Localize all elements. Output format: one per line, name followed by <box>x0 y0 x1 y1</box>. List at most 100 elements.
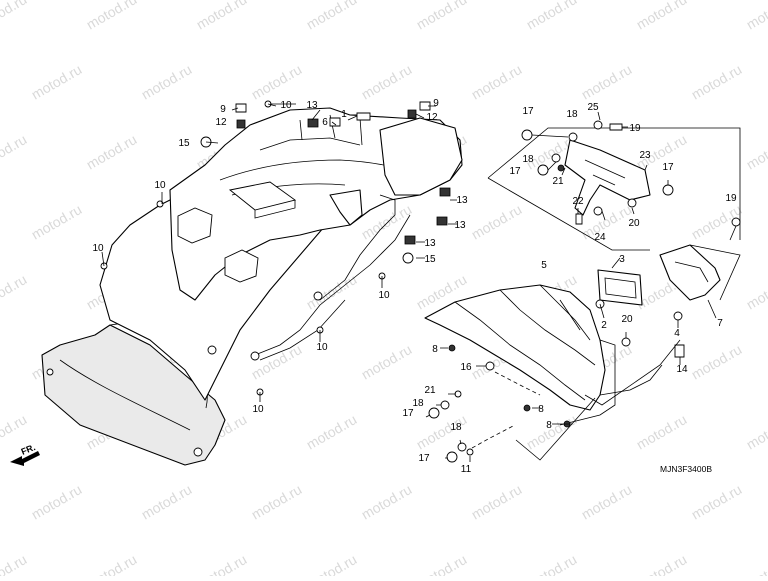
callout-label-2: 2 <box>601 320 607 331</box>
clip-13 <box>440 188 450 196</box>
watermark-text: motod.ru <box>194 0 250 33</box>
callout-label-15: 15 <box>178 138 190 149</box>
callout-label-8: 8 <box>538 404 544 415</box>
watermark-text: motod.ru <box>744 0 768 33</box>
screw-22 <box>576 214 582 224</box>
callout-label-10: 10 <box>92 243 104 254</box>
washer-18 <box>569 133 577 141</box>
callout-label-22: 22 <box>572 196 584 207</box>
callout-label-9: 9 <box>220 104 226 115</box>
callout-label-16: 16 <box>460 362 472 373</box>
bolt-17 <box>663 185 673 195</box>
watermark-text: motod.ru <box>139 481 195 522</box>
watermark-text: motod.ru <box>29 61 85 102</box>
watermark-text: motod.ru <box>84 551 140 576</box>
washer-16 <box>486 362 494 370</box>
watermark-text: motod.ru <box>744 551 768 576</box>
callout-label-21: 21 <box>424 385 436 396</box>
callout-label-23: 23 <box>639 150 651 161</box>
callout-label-6: 6 <box>322 117 328 128</box>
watermark-text: motod.ru <box>634 411 690 452</box>
bolt-15 <box>403 253 413 263</box>
clip-13 <box>308 119 318 127</box>
screw-19 <box>732 218 740 226</box>
callout-label-17: 17 <box>662 162 674 173</box>
callout-label-19: 19 <box>725 193 737 204</box>
fixing-hole <box>251 352 259 360</box>
watermark-text: motod.ru <box>634 551 690 576</box>
grommet-4 <box>674 312 682 320</box>
watermark-text: motod.ru <box>469 61 525 102</box>
watermark-text: motod.ru <box>304 271 360 312</box>
callout-label-10: 10 <box>280 100 292 111</box>
plate-1 <box>357 113 370 120</box>
fixing-hole <box>194 448 202 456</box>
bolt-8 <box>524 405 530 411</box>
callout-label-12: 12 <box>426 112 438 123</box>
watermark-text: motod.ru <box>0 271 29 312</box>
watermark-text: motod.ru <box>359 341 415 382</box>
watermark-text: motod.ru <box>304 551 360 576</box>
right-fender-cover <box>380 118 462 195</box>
callout-label-18: 18 <box>412 398 424 409</box>
watermark-text: motod.ru <box>304 0 360 33</box>
bolt-17 <box>538 165 548 175</box>
watermark-text: motod.ru <box>84 0 140 33</box>
bolt-8 <box>449 345 455 351</box>
watermark-text: motod.ru <box>304 411 360 452</box>
callout-label-17: 17 <box>402 408 414 419</box>
callout-label-5: 5 <box>541 260 547 271</box>
callout-label-25: 25 <box>587 102 599 113</box>
grommet-12 <box>408 110 416 118</box>
watermark-text: motod.ru <box>414 551 470 576</box>
grommet-12 <box>237 120 245 128</box>
watermark-text: motod.ru <box>689 481 745 522</box>
watermark-text: motod.ru <box>579 481 635 522</box>
watermark-text: motod.ru <box>744 271 768 312</box>
callout-label-13: 13 <box>306 100 318 111</box>
washer-24 <box>594 207 602 215</box>
diagram-code: MJN3F3400B <box>660 464 712 474</box>
watermark-text: motod.ru <box>414 0 470 33</box>
washer-18 <box>552 154 560 162</box>
fixing-hole <box>314 292 322 300</box>
callout-label-13: 13 <box>424 238 436 249</box>
rear-fender-assembly <box>10 101 462 466</box>
callout-label-15: 15 <box>424 254 436 265</box>
nut-20 <box>622 338 630 346</box>
callout-label-19: 19 <box>629 123 641 134</box>
lamp-bulb-14 <box>675 345 684 357</box>
watermark-text: motod.ru <box>744 411 768 452</box>
spacer-6 <box>330 118 340 126</box>
bolt-17 <box>447 452 457 462</box>
callout-label-10: 10 <box>252 404 264 415</box>
callout-label-1: 1 <box>341 109 347 120</box>
watermark-text: motod.ru <box>84 131 140 172</box>
license-plate-assembly <box>425 218 740 462</box>
callout-label-3: 3 <box>619 254 625 265</box>
washer-18 <box>458 443 466 451</box>
callout-label-21: 21 <box>552 176 564 187</box>
callout-label-17: 17 <box>418 453 430 464</box>
watermark-text: motod.ru <box>524 0 580 33</box>
callout-label-10: 10 <box>316 342 328 353</box>
washer-18 <box>441 401 449 409</box>
bolt-17 <box>522 130 532 140</box>
callout-label-11: 11 <box>461 464 472 475</box>
screw-19 <box>610 124 622 130</box>
watermark-text: motod.ru <box>249 481 305 522</box>
callout-label-20: 20 <box>628 218 640 229</box>
watermark-text: motod.ru <box>0 551 29 576</box>
callout-label-18: 18 <box>566 109 578 120</box>
watermark-text: motod.ru <box>359 481 415 522</box>
callout-label-24: 24 <box>594 232 606 243</box>
callout-label-10: 10 <box>378 290 390 301</box>
bolt-25 <box>594 121 602 129</box>
callout-label-4: 4 <box>674 328 680 339</box>
nut-21 <box>558 165 564 171</box>
callout-label-17: 17 <box>522 106 534 117</box>
watermark-text: motod.ru <box>194 551 250 576</box>
watermark-text: motod.ru <box>469 201 525 242</box>
